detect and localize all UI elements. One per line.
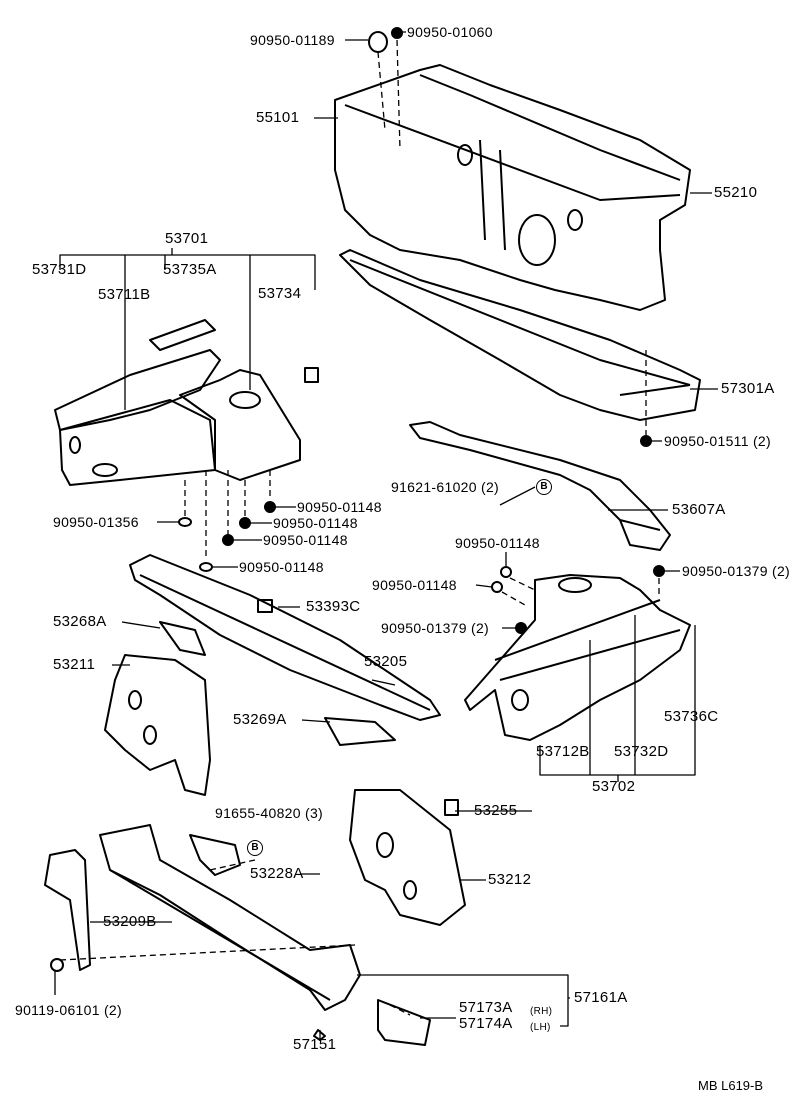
fasteners [178, 27, 665, 634]
part-label: 90950-01511 (2) [664, 433, 771, 449]
part-label: 90950-01148 [372, 577, 457, 593]
part-label: 53212 [488, 871, 532, 888]
part-side-label: (LH) [530, 1022, 551, 1033]
part-label: 57151 [293, 1036, 337, 1053]
part-label: 90950-01379 (2) [682, 563, 791, 579]
cowl-panel-57301A [339, 249, 701, 421]
part-label: 53205 [364, 653, 408, 670]
part-label: 90950-01060 [407, 24, 493, 40]
part-label: 53255 [474, 802, 518, 819]
part-label: 57301A [721, 380, 775, 397]
callout-b: B [247, 840, 263, 856]
leader-lines [54, 31, 718, 1040]
part-label: 53209B [103, 913, 157, 930]
diagram-code: MB L619-B [698, 1078, 764, 1093]
part-label: 57161A [574, 989, 628, 1006]
part-label: 90950-01356 [53, 514, 139, 530]
apron-53702 [464, 574, 691, 741]
apron-53701 [54, 319, 319, 486]
dashed-lines [59, 39, 660, 1016]
callout-b: B [536, 479, 552, 495]
part-label: 53732D [614, 743, 669, 760]
part-label: 90950-01148 [297, 499, 382, 515]
part-label: 53393C [306, 598, 361, 615]
part-label: 53701 [165, 230, 209, 247]
part-label: 53702 [592, 778, 636, 795]
part-label: 53731D [32, 261, 87, 278]
part-label: 57173A [459, 999, 513, 1016]
part-label: 53269A [233, 711, 287, 728]
part-label: 53735A [163, 261, 217, 278]
part-label: 90950-01148 [239, 559, 324, 575]
part-label: 91655-40820 (3) [215, 805, 324, 821]
crossmember-53205 [129, 554, 441, 746]
part-label: 53734 [258, 285, 302, 302]
part-label: 53712B [536, 743, 590, 760]
panel-53212 [349, 789, 466, 926]
part-label: 90950-01379 (2) [381, 620, 490, 636]
part-label: 55210 [714, 184, 758, 201]
brace-53607A [409, 421, 671, 551]
part-label: 91621-61020 (2) [391, 479, 500, 495]
part-label: 53228A [250, 865, 304, 882]
dash-panel-55101 [334, 64, 691, 311]
part-label: 53607A [672, 501, 726, 518]
part-label: 90950-01148 [455, 535, 540, 551]
part-side-label: (RH) [530, 1006, 553, 1017]
part-label: 90950-01148 [263, 532, 348, 548]
part-label: 57174A [459, 1015, 513, 1032]
part-label: 53711B [98, 286, 151, 303]
part-label: 90119-06101 (2) [15, 1002, 122, 1018]
part-label: 55101 [256, 109, 300, 126]
part-label: 90950-01189 [250, 32, 335, 48]
radiator-support-53209B [44, 824, 431, 1046]
part-label: 53211 [53, 656, 96, 673]
part-label: 90950-01148 [273, 515, 358, 531]
part-label: 53736C [664, 708, 719, 725]
part-label: 53268A [53, 613, 107, 630]
panel-53211 [104, 654, 211, 796]
